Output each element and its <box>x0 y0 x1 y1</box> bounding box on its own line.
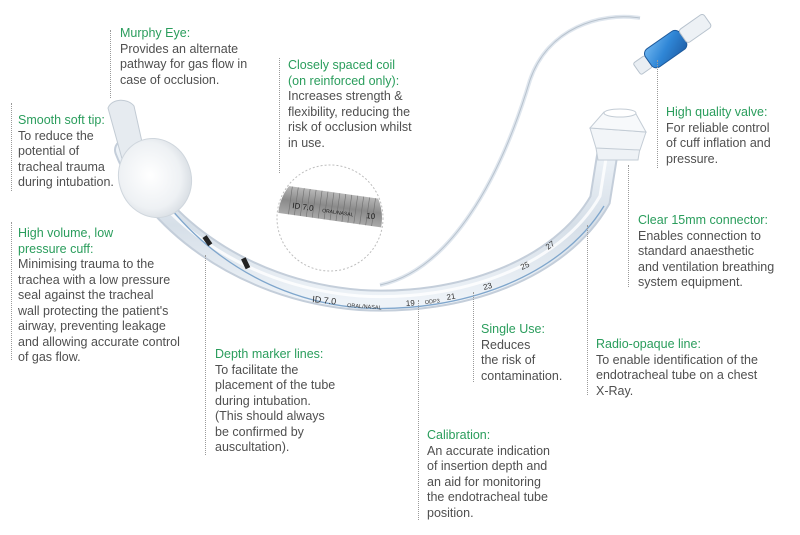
label-murphy-eye: Murphy Eye: Provides an alternate pathwa… <box>120 26 247 88</box>
cuff-desc-3: seal against the tracheal <box>18 288 154 302</box>
tube-depth-23: 23 <box>482 281 493 292</box>
coil-text-marking: ORAL/NASAL <box>322 208 354 218</box>
single-use-leader <box>473 292 474 382</box>
tube-oral-nasal-marking: ORAL/NASAL <box>347 303 382 311</box>
calibration-desc-4: the endotracheal tube <box>427 490 548 504</box>
cuff-leader <box>11 222 12 360</box>
connector-leader <box>628 165 629 287</box>
radio-desc-3: X-Ray. <box>596 383 634 398</box>
tube-odp-marking: ODP3 <box>425 298 441 306</box>
valve-desc-2: of cuff inflation and <box>666 136 771 150</box>
cuff-desc-1: Minimising trauma to the <box>18 257 155 271</box>
coil-id-marking: ID 7.0 <box>292 201 315 213</box>
depth-desc-2: placement of the tube <box>215 378 336 392</box>
connector-desc-4: system equipment. <box>638 275 743 289</box>
calibration-desc-5: position. <box>427 505 474 520</box>
single-use-desc-2: the risk of <box>481 353 536 367</box>
clear-connector <box>588 108 647 161</box>
valve-title: High quality valve: <box>666 105 768 119</box>
label-coil: Closely spaced coil (on reinforced only)… <box>288 58 412 151</box>
depth-desc-3: during intubation. <box>215 393 311 408</box>
cuff-title-2: pressure cuff: <box>18 241 94 256</box>
cuff-desc-6: and allowing accurate control <box>18 334 180 349</box>
murphy-eye-desc-2: pathway for gas flow in <box>120 57 248 71</box>
tube-depth-19: 19 <box>406 298 416 308</box>
coil-desc-2: flexibility, reducing the <box>288 104 411 119</box>
depth-leader <box>205 255 206 455</box>
depth-desc-4: (This should always <box>215 409 325 423</box>
depth-title: Depth marker lines: <box>215 347 324 361</box>
calibration-title: Calibration: <box>427 428 491 442</box>
tip-desc-1: To reduce the <box>18 128 94 143</box>
tube-depth-21: 21 <box>446 292 457 302</box>
tip-title: Smooth soft tip: <box>18 113 105 127</box>
label-valve: High quality valve: For reliable control… <box>666 105 771 167</box>
pilot-valve <box>633 13 712 75</box>
coil-leader <box>279 58 280 173</box>
calibration-desc-1: An accurate indication <box>427 443 550 458</box>
calibration-leader <box>418 300 419 520</box>
label-single-use: Single Use: Reduces the risk of contamin… <box>481 322 562 384</box>
coil-desc-1: Increases strength & <box>288 89 403 103</box>
valve-leader <box>657 60 658 168</box>
depth-marker-2 <box>241 257 251 270</box>
tube-depth-25: 25 <box>519 260 531 272</box>
label-calibration: Calibration: An accurate indication of i… <box>427 428 550 521</box>
depth-desc-5: be confirmed by <box>215 424 304 439</box>
valve-desc-3: pressure. <box>666 151 719 166</box>
coil-desc-4: in use. <box>288 135 325 150</box>
radio-desc-2: endotracheal tube on a chest <box>596 368 758 382</box>
tip-desc-2: potential of <box>18 144 80 158</box>
valve-desc-1: For reliable control <box>666 120 770 135</box>
cuff-desc-4: wall protecting the patient's <box>18 303 169 318</box>
connector-desc-2: standard anaesthetic <box>638 244 755 258</box>
radio-leader <box>587 225 588 395</box>
cuff-title-1: High volume, low <box>18 226 114 240</box>
murphy-eye-title: Murphy Eye: <box>120 26 191 40</box>
tip-desc-3: tracheal trauma <box>18 159 105 174</box>
cuff-desc-5: airway, preventing leakage <box>18 319 166 333</box>
coil-depth-marking: 10 <box>366 211 377 221</box>
coil-inset: ID 7.0 ORAL/NASAL 10 <box>276 164 384 272</box>
coil-title-2: (on reinforced only): <box>288 73 400 88</box>
depth-desc-1: To facilitate the <box>215 362 299 377</box>
murphy-eye-desc-1: Provides an alternate <box>120 41 239 56</box>
cuff <box>118 137 192 219</box>
coil-title-1: Closely spaced coil <box>288 58 395 72</box>
depth-desc-6: auscultation). <box>215 440 290 454</box>
calibration-desc-3: an aid for monitoring <box>427 474 541 489</box>
depth-marker-1 <box>202 235 213 247</box>
tip-leader <box>11 103 12 191</box>
label-tip: Smooth soft tip: To reduce the potential… <box>18 113 114 191</box>
radio-opaque-line <box>139 159 605 310</box>
label-connector: Clear 15mm connector: Enables connection… <box>638 213 774 291</box>
tip-desc-4: during intubation. <box>18 175 114 189</box>
single-use-desc-3: contamination. <box>481 368 563 383</box>
radio-desc-1: To enable identification of the <box>596 352 758 367</box>
calibration-desc-2: of insertion depth and <box>427 459 548 473</box>
single-use-desc-1: Reduces <box>481 337 531 352</box>
murphy-eye-desc-3: case of occlusion. <box>120 72 220 87</box>
coil-desc-3: risk of occlusion whilst <box>288 120 412 134</box>
cuff-desc-7: of gas flow. <box>18 350 81 364</box>
connector-desc-1: Enables connection to <box>638 228 762 243</box>
connector-title: Clear 15mm connector: <box>638 213 768 227</box>
label-depth: Depth marker lines: To facilitate the pl… <box>215 347 335 456</box>
single-use-title: Single Use: <box>481 322 545 336</box>
cuff-desc-2: trachea with a low pressure <box>18 272 171 287</box>
connector-desc-3: and ventilation breathing <box>638 259 775 274</box>
murphy-eye-leader <box>110 30 111 98</box>
label-radio-opaque: Radio-opaque line: To enable identificat… <box>596 337 758 399</box>
tube-id-marking: ID 7.0 <box>312 294 337 306</box>
radio-title: Radio-opaque line: <box>596 337 701 351</box>
label-cuff: High volume, low pressure cuff: Minimisi… <box>18 226 180 366</box>
